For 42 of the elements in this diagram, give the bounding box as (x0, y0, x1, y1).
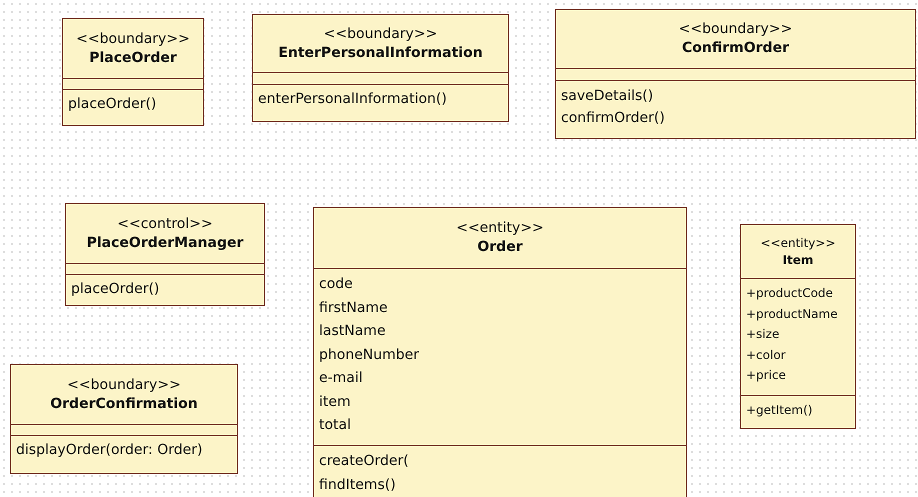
attribute-text: firstName (319, 298, 388, 318)
attribute-text: phoneNumber (319, 346, 420, 364)
attribute-text: +price (746, 367, 786, 384)
attribute-text: +size (746, 326, 780, 343)
stereotype-label: <<boundary>> (76, 30, 190, 48)
attribute-text: code (319, 275, 353, 294)
class-name: Item (782, 252, 814, 268)
attribute-text: lastName (319, 322, 386, 341)
attribute-text: +productName (746, 306, 838, 322)
operation-text: confirmOrder() (561, 109, 665, 128)
class-name: ConfirmOrder (682, 39, 789, 58)
class-box (313, 207, 687, 497)
operation-text: enterPersonalInformation() (258, 90, 447, 109)
attribute-text: +productCode (746, 285, 833, 302)
stereotype-label: <<entity>> (456, 219, 544, 238)
stereotype-label: <<boundary>> (67, 376, 181, 394)
class-name: PlaceOrderManager (86, 234, 244, 252)
class-box (740, 224, 856, 429)
class-box (252, 14, 509, 122)
operation-text: findItems() (319, 476, 396, 494)
operation-text: saveDetails() (561, 87, 654, 106)
operation-text: placeOrder() (71, 280, 160, 299)
operation-text: +getItem() (746, 402, 812, 419)
attribute-text: item (319, 392, 351, 412)
operation-text: createOrder( (319, 452, 409, 471)
stereotype-label: <<entity>> (760, 234, 836, 252)
class-box (62, 18, 204, 126)
class-box (10, 364, 238, 474)
class-box (555, 9, 916, 139)
attribute-text: total (319, 416, 352, 435)
stereotype-label: <<control>> (117, 214, 213, 234)
stereotype-label: <<boundary>> (678, 20, 792, 39)
attribute-text: +color (746, 346, 786, 364)
stereotype-label: <<boundary>> (324, 24, 438, 44)
operation-text: placeOrder() (68, 95, 156, 114)
class-name: Order (477, 238, 523, 257)
class-name: PlaceOrder (89, 48, 177, 68)
attribute-text: e-mail (319, 369, 363, 388)
class-name: EnterPersonalInformation (278, 44, 483, 62)
class-box (65, 203, 265, 306)
class-name: OrderConfirmation (50, 394, 198, 414)
operation-text: displayOrder(order: Order) (16, 441, 202, 460)
